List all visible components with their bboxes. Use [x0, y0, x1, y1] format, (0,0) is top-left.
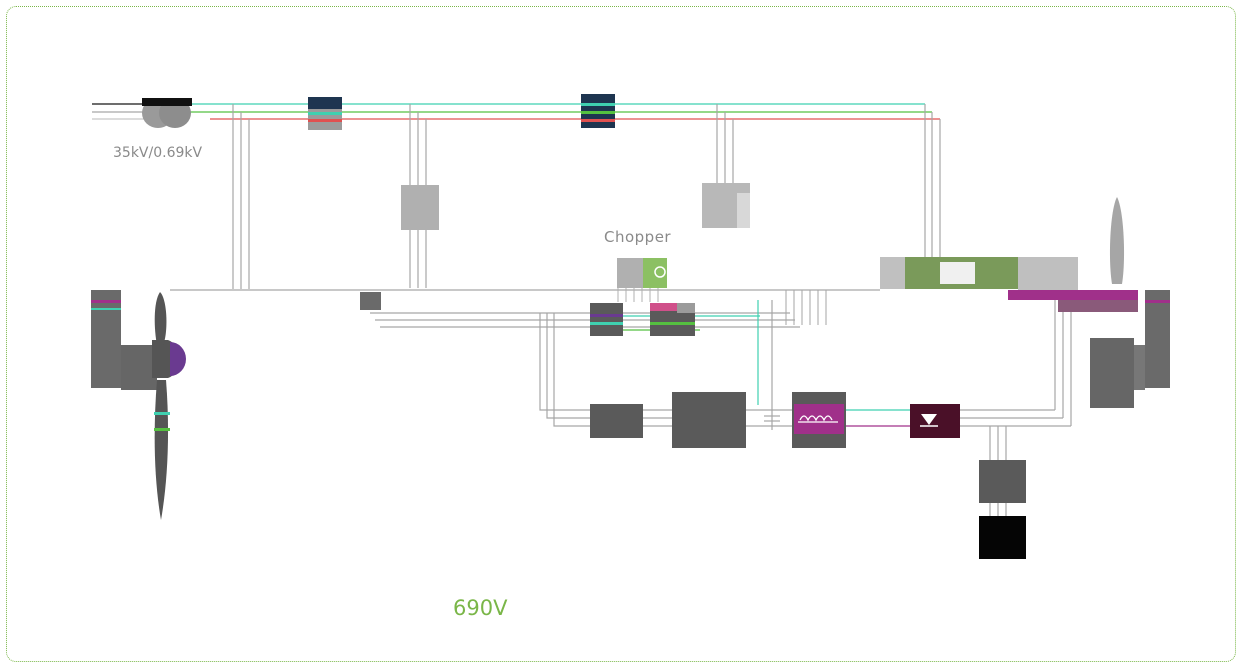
left-turbine	[91, 290, 186, 390]
brake-block	[979, 460, 1026, 503]
grid-side-converter	[590, 404, 643, 438]
breaker-left	[308, 97, 342, 130]
converter-module-1	[590, 303, 623, 336]
breaker-top-middle	[581, 94, 615, 128]
right-turbine	[1090, 197, 1170, 408]
connector-left	[360, 292, 381, 310]
system-voltage-label: 690V	[453, 596, 508, 620]
grid-bus-lines	[92, 103, 941, 258]
aux-block-2	[702, 183, 750, 228]
chopper-leads	[617, 288, 659, 302]
lower-chain-lines	[539, 300, 1072, 516]
battery-block	[979, 516, 1026, 559]
aux-drop-lines	[232, 104, 734, 290]
chopper-icon	[617, 258, 667, 288]
transformer-icon	[142, 98, 192, 128]
aux-block-1	[401, 185, 439, 230]
chopper-label: Chopper	[604, 228, 672, 246]
machine-side-converter	[672, 392, 746, 448]
diagram-frame	[6, 6, 1236, 662]
stub-lines	[785, 290, 827, 325]
turbine-blade-icon	[154, 292, 170, 520]
right-nacelle	[880, 257, 1138, 312]
diode-icon	[910, 404, 960, 438]
inductor-icon	[792, 392, 846, 448]
nacelle-bus	[170, 289, 880, 331]
converter-module-2	[650, 303, 695, 336]
transformer-voltage-label: 35kV/0.69kV	[113, 145, 203, 161]
